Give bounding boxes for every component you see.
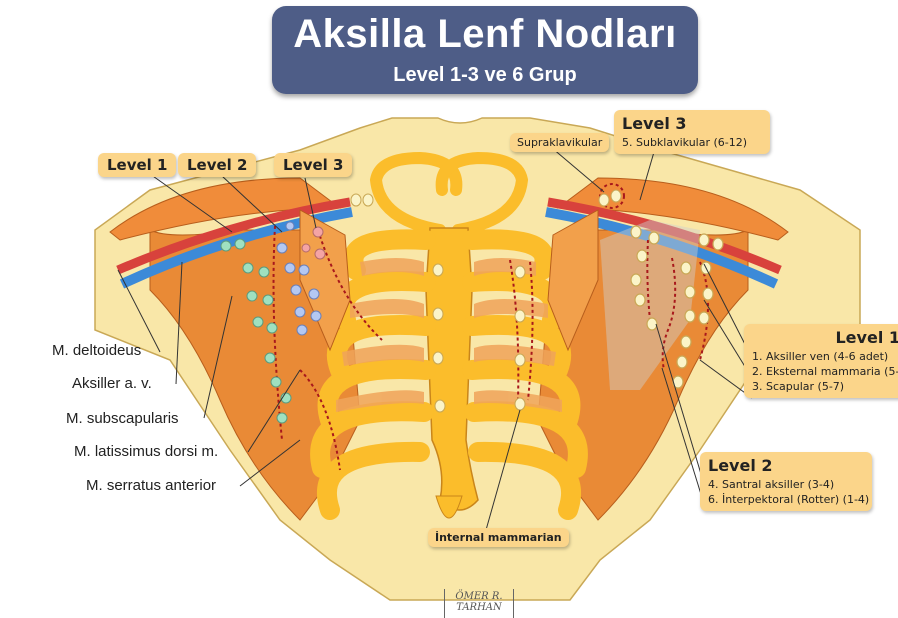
box-level-3-line: 5. Subklavikular (6-12) — [622, 135, 762, 150]
label-internal-mammarian: İnternal mammarian — [428, 528, 569, 547]
box-level-1-line-2: 2. Eksternal mammaria (5-6) — [752, 364, 898, 379]
signature-line-2: TARHAN — [445, 602, 513, 613]
label-deltoideus: M. deltoideus — [52, 342, 141, 359]
box-level-2-line-2: 6. İnterpektoral (Rotter) (1-4) — [708, 492, 864, 507]
box-level-2-right: Level 2 4. Santral aksiller (3-4) 6. İnt… — [700, 452, 872, 511]
label-subscapularis: M. subscapularis — [66, 410, 179, 427]
box-level-2-heading: Level 2 — [708, 456, 864, 475]
box-level-3-heading: Level 3 — [622, 114, 762, 133]
box-level-1-heading: Level 1 — [752, 328, 898, 347]
label-supraclavicular: Supraklavikular — [510, 133, 609, 152]
label-level-2-top: Level 2 — [178, 153, 256, 177]
label-aksiller-av: Aksiller a. v. — [72, 375, 152, 392]
box-level-1-line-3: 3. Scapular (5-7) — [752, 379, 898, 394]
label-level-1-top: Level 1 — [98, 153, 176, 177]
box-level-1-line-1: 1. Aksiller ven (4-6 adet) — [752, 349, 898, 364]
page-subtitle: Level 1-3 ve 6 Grup — [272, 64, 698, 87]
signature-line-1: ÖMER R. — [445, 591, 513, 602]
box-level-1-right: Level 1 1. Aksiller ven (4-6 adet) 2. Ek… — [744, 324, 898, 398]
author-signature: ÖMER R. TARHAN — [444, 589, 514, 618]
box-level-2-line-1: 4. Santral aksiller (3-4) — [708, 477, 864, 492]
title-banner: Aksilla Lenf Nodları Level 1-3 ve 6 Grup — [272, 6, 698, 94]
page-title: Aksilla Lenf Nodları — [272, 12, 698, 57]
box-level-3-right: Level 3 5. Subklavikular (6-12) — [614, 110, 770, 154]
label-serratus-anterior: M. serratus anterior — [86, 477, 216, 494]
label-latissimus-dorsi: M. latissimus dorsi m. — [74, 443, 218, 460]
label-level-3-top: Level 3 — [274, 153, 352, 177]
